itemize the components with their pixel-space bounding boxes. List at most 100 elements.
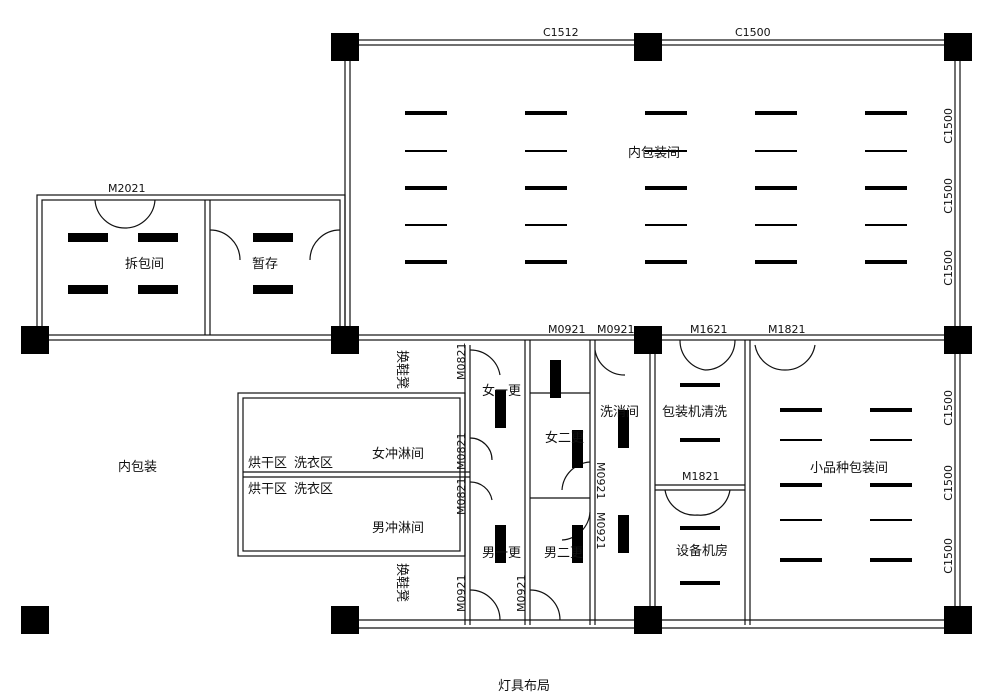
light-fixture xyxy=(253,233,293,242)
label-equipment-room: 设备机房 xyxy=(676,543,728,559)
light-fixture xyxy=(780,483,822,487)
label-laundry-bottom: 洗衣区 xyxy=(294,481,333,497)
door-code-m1821: M1821 xyxy=(682,470,720,483)
door-code-m1621: M1621 xyxy=(690,323,728,336)
door-code-m0921: M0921 xyxy=(455,575,468,613)
structural-column xyxy=(331,606,359,634)
light-fixture xyxy=(755,260,797,264)
door-code-m0921: M0921 xyxy=(597,323,635,336)
label-drying-bottom: 烘干区 xyxy=(248,482,287,497)
label-women-shower: 女冲淋间 xyxy=(372,446,424,462)
structural-column xyxy=(21,326,49,354)
structural-column xyxy=(944,33,972,61)
light-fixture xyxy=(680,526,720,530)
light-fixture xyxy=(572,525,583,563)
label-women-change: 女一更 xyxy=(482,383,521,399)
walls xyxy=(36,39,961,629)
label-drying-top: 烘干区 xyxy=(248,456,287,471)
light-fixture xyxy=(253,285,293,294)
label-unpacking-room: 拆包间 xyxy=(125,257,164,272)
light-fixture xyxy=(550,360,561,398)
light-fixture xyxy=(865,150,907,152)
light-fixture xyxy=(525,224,567,226)
label-small-packing: 小品种包装间 xyxy=(810,461,888,476)
light-fixture xyxy=(865,260,907,264)
label-temp-storage: 暂存 xyxy=(252,257,278,272)
window-code-right: C1500 xyxy=(942,465,955,501)
light-fixture xyxy=(780,558,822,562)
light-fixture xyxy=(138,285,178,294)
door-code-m1821: M1821 xyxy=(768,323,806,336)
light-fixture xyxy=(645,224,687,226)
light-fixture xyxy=(68,285,108,294)
light-fixture xyxy=(645,260,687,264)
light-fixture xyxy=(405,224,447,226)
window-code-right: C1500 xyxy=(942,250,955,286)
structural-column xyxy=(634,606,662,634)
door-code-m0921: M0921 xyxy=(594,512,607,550)
light-fixtures xyxy=(68,111,912,585)
structural-column xyxy=(944,606,972,634)
columns xyxy=(21,33,972,634)
light-fixture xyxy=(405,150,447,152)
structural-column xyxy=(331,326,359,354)
label-inner-packing: 内包装 xyxy=(118,459,157,475)
structural-column xyxy=(944,326,972,354)
door-code-m0821: M0821 xyxy=(455,433,468,471)
light-fixture xyxy=(405,260,447,264)
light-fixture xyxy=(870,439,912,441)
light-fixture xyxy=(645,186,687,190)
structural-column xyxy=(331,33,359,61)
window-code-right: C1500 xyxy=(942,538,955,574)
label-men-change-2: 男二更 xyxy=(544,546,583,561)
label-laundry-top: 洗衣区 xyxy=(294,455,333,471)
light-fixture xyxy=(780,408,822,412)
structural-column xyxy=(634,33,662,61)
light-fixture xyxy=(405,111,447,115)
light-fixture xyxy=(618,515,629,553)
light-fixture xyxy=(870,408,912,412)
light-fixture xyxy=(405,186,447,190)
light-fixture xyxy=(618,410,629,448)
light-fixture xyxy=(755,186,797,190)
light-fixture xyxy=(755,111,797,115)
door-code-m0921: M0921 xyxy=(594,462,607,500)
label-shoe-bench-bottom: 换鞋凳 xyxy=(394,563,410,602)
light-fixture xyxy=(865,186,907,190)
light-fixture xyxy=(525,186,567,190)
label-men-change: 男一更 xyxy=(482,546,521,561)
light-fixture xyxy=(755,224,797,226)
light-fixture xyxy=(525,111,567,115)
label-disinfection: 洗消间 xyxy=(600,405,639,420)
light-fixture xyxy=(780,439,822,441)
light-fixture xyxy=(780,519,822,521)
light-fixture xyxy=(645,150,687,152)
structural-column xyxy=(21,606,49,634)
light-fixture xyxy=(755,150,797,152)
door-code-m0921: M0921 xyxy=(515,575,528,613)
light-fixture xyxy=(865,111,907,115)
light-fixture xyxy=(645,111,687,115)
label-inner-packing-room: 内包装间 xyxy=(628,145,680,161)
label-women-change-2: 女二更 xyxy=(545,430,584,446)
window-code-c1500: C1500 xyxy=(735,26,771,39)
light-fixture xyxy=(870,519,912,521)
label-men-shower: 男冲淋间 xyxy=(372,521,424,536)
label-machine-cleaning: 包装机清洗 xyxy=(662,405,727,420)
light-fixture xyxy=(572,430,583,468)
label-shoe-bench-top: 换鞋凳 xyxy=(394,350,410,389)
light-fixture xyxy=(138,233,178,242)
window-code-right: C1500 xyxy=(942,178,955,214)
light-fixture xyxy=(680,438,720,442)
light-fixture xyxy=(680,581,720,585)
light-fixture xyxy=(495,525,506,563)
light-fixture xyxy=(68,233,108,242)
door-code-m2021: M2021 xyxy=(108,182,146,195)
door-code-m0821: M0821 xyxy=(455,478,468,516)
light-fixture xyxy=(525,150,567,152)
light-fixture xyxy=(680,383,720,387)
light-fixture xyxy=(870,483,912,487)
window-code-c1512: C1512 xyxy=(543,26,579,39)
light-fixture xyxy=(870,558,912,562)
